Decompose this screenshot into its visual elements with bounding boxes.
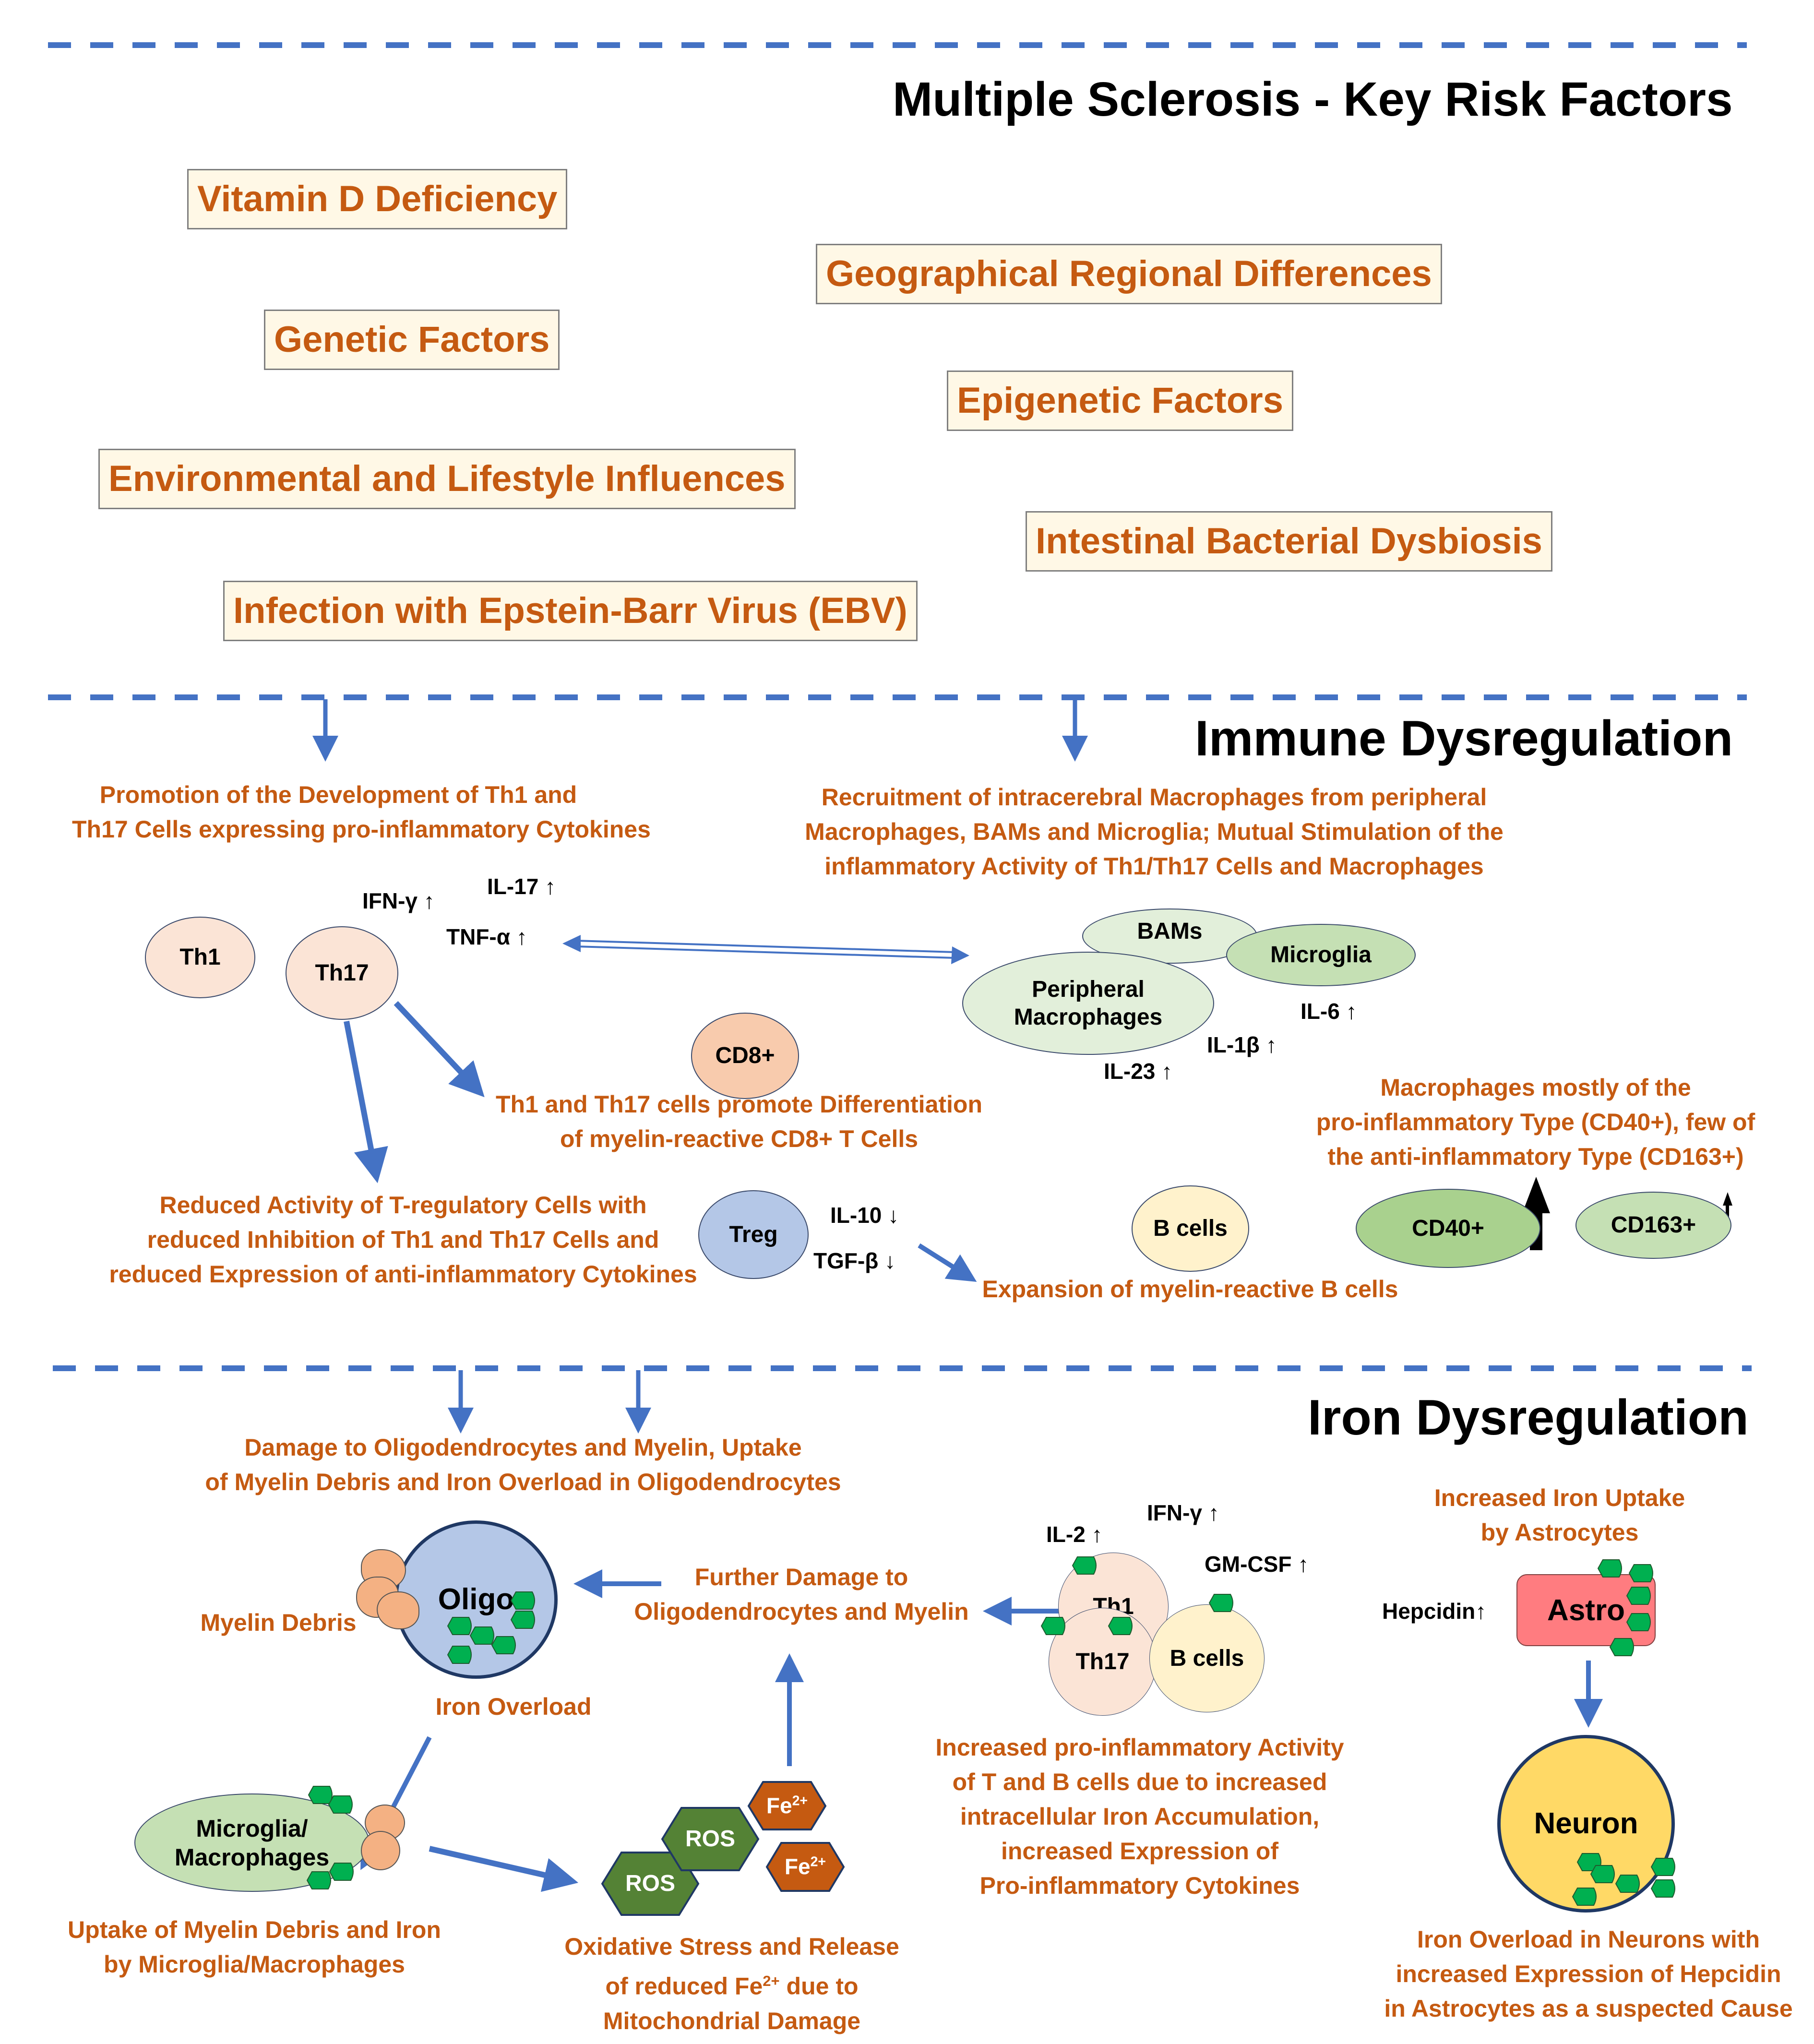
bcells-cell-iron: B cells bbox=[1149, 1604, 1265, 1712]
th1-cell: Th1 bbox=[145, 917, 255, 998]
risk-factor-epigenetic: Epigenetic Factors bbox=[947, 371, 1293, 431]
risk-factor-ebv: Infection with Epstein-Barr Virus (EBV) bbox=[223, 581, 918, 641]
bams-cell: BAMs bbox=[1082, 908, 1257, 964]
risk-factor-geographical: Geographical Regional Differences bbox=[816, 244, 1442, 304]
cytokine-tnf-alpha: TNF-α ↑ bbox=[446, 924, 527, 949]
astro-uptake-text: Increased Iron Uptake by Astrocytes bbox=[1434, 1484, 1685, 1546]
section-divider bbox=[53, 1365, 1752, 1371]
cytokine-il23: IL-23 ↑ bbox=[1104, 1059, 1173, 1084]
treg-cell: Treg bbox=[698, 1190, 809, 1279]
risk-factors-title: Multiple Sclerosis - Key Risk Factors bbox=[893, 72, 1733, 126]
iron-title: Iron Dysregulation bbox=[1308, 1390, 1749, 1446]
myelin-debris-label: Myelin Debris bbox=[200, 1609, 357, 1636]
cd40-cell: CD40+ bbox=[1356, 1189, 1540, 1268]
myelin-debris-icon bbox=[361, 1831, 400, 1870]
arrow-treg-to-bcells bbox=[918, 1243, 977, 1282]
arrow-microglia-to-ros bbox=[429, 1846, 579, 1892]
myelin-debris-icon bbox=[377, 1591, 419, 1629]
iron-particle-icon bbox=[1650, 1879, 1675, 1898]
hepcidin-label: Hepcidin↑ bbox=[1382, 1599, 1487, 1624]
risk-factor-environmental: Environmental and Lifestyle Influences bbox=[98, 449, 796, 509]
recruitment-text: Recruitment of intracerebral Macrophages… bbox=[805, 784, 1504, 880]
bcells-cell: B cells bbox=[1132, 1185, 1249, 1272]
cytokine-il17: IL-17 ↑ bbox=[487, 874, 556, 899]
th17-cell: Th17 bbox=[286, 926, 398, 1020]
double-arrow-tnf-macrophages bbox=[562, 935, 969, 964]
arrow-th17-to-cd8 bbox=[394, 1001, 485, 1098]
cytokine-ifn-gamma-iron: IFN-γ ↑ bbox=[1147, 1500, 1219, 1525]
cytokine-il1b: IL-1β ↑ bbox=[1207, 1032, 1277, 1057]
microglia-macrophages-cell: Microglia/ Macrophages bbox=[134, 1793, 370, 1892]
fe2-label: Fe2+ bbox=[784, 1854, 826, 1879]
microglia-cell: Microglia bbox=[1226, 924, 1416, 986]
th17-cell-iron: Th17 bbox=[1049, 1608, 1157, 1716]
risk-factor-dysbiosis: Intestinal Bacterial Dysbiosis bbox=[1026, 511, 1552, 572]
fe2-label: Fe2+ bbox=[766, 1793, 808, 1818]
cytokine-il10: IL-10 ↓ bbox=[830, 1203, 899, 1228]
promotion-text: Promotion of the Development of Th1 and … bbox=[72, 781, 651, 843]
oligo-cell: Oligo bbox=[394, 1520, 558, 1679]
ros-label: ROS bbox=[685, 1826, 735, 1852]
risk-factor-genetic: Genetic Factors bbox=[264, 310, 560, 370]
oligo-damage-text: Damage to Oligodendrocytes and Myelin, U… bbox=[205, 1434, 841, 1495]
iron-overload-label: Iron Overload bbox=[435, 1693, 592, 1720]
cytokine-ifn-gamma: IFN-γ ↑ bbox=[362, 888, 435, 913]
peripheral-macrophages-cell: Peripheral Macrophages bbox=[962, 952, 1214, 1055]
uptake-text: Uptake of Myelin Debris and Iron by Micr… bbox=[68, 1916, 441, 1978]
risk-factor-vitamin-d: Vitamin D Deficiency bbox=[187, 169, 568, 229]
section-divider bbox=[48, 694, 1747, 700]
immune-title: Immune Dysregulation bbox=[1195, 711, 1733, 766]
cd8-differentiation-text: Th1 and Th17 cells promote Differentiati… bbox=[495, 1091, 983, 1152]
oxidative-stress-text: Oxidative Stress and Release of reduced … bbox=[564, 1933, 899, 2034]
arrow-th17-to-treg bbox=[344, 1020, 388, 1183]
bcell-expansion-text: Expansion of myelin-reactive B cells bbox=[982, 1276, 1398, 1303]
cytokine-tgf-beta: TGF-β ↓ bbox=[813, 1248, 896, 1273]
section-divider bbox=[48, 42, 1747, 48]
astrocyte-cell: Astro bbox=[1516, 1574, 1656, 1646]
further-damage-text: Further Damage to Oligodendrocytes and M… bbox=[634, 1564, 969, 1625]
neuron-cell: Neuron bbox=[1497, 1735, 1675, 1913]
cytokine-gmcsf: GM-CSF ↑ bbox=[1205, 1552, 1309, 1577]
cytokine-il2: IL-2 ↑ bbox=[1046, 1522, 1103, 1547]
cd163-cell: CD163+ bbox=[1575, 1192, 1731, 1259]
tb-activity-text: Increased pro-inflammatory Activity of T… bbox=[935, 1734, 1344, 1899]
cytokine-il6: IL-6 ↑ bbox=[1301, 999, 1357, 1024]
treg-reduced-activity-text: Reduced Activity of T-regulatory Cells w… bbox=[109, 1192, 697, 1288]
macrophage-type-text: Macrophages mostly of the pro-inflammato… bbox=[1316, 1074, 1755, 1170]
neuron-overload-text: Iron Overload in Neurons with increased … bbox=[1384, 1926, 1793, 2022]
cd8-cell: CD8+ bbox=[691, 1013, 799, 1099]
ros-label: ROS bbox=[625, 1871, 675, 1896]
